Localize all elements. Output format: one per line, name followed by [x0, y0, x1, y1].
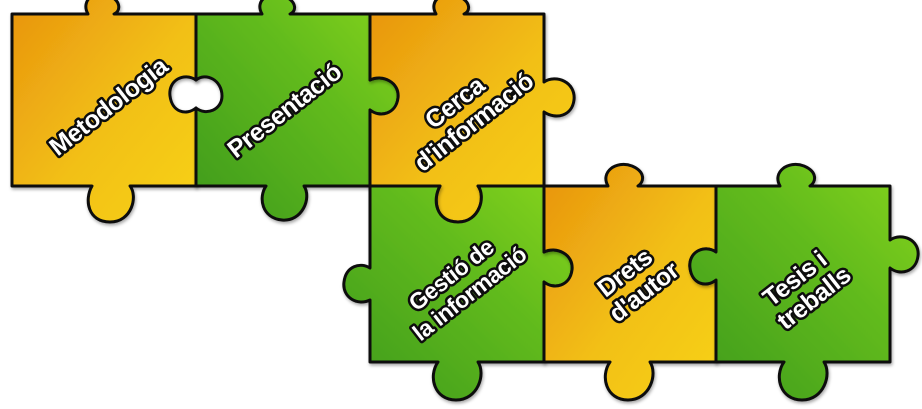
piece-tesis-shape	[688, 163, 920, 402]
piece-presentacio[interactable]: Presentació	[194, 0, 400, 222]
piece-cerca[interactable]: Cerca d'informació	[368, 0, 576, 224]
piece-metodologia-shape	[10, 0, 198, 224]
piece-metodologia[interactable]: Metodologia	[10, 0, 198, 224]
piece-drets[interactable]: Drets d'autor	[542, 163, 718, 402]
piece-tesis[interactable]: Tesis i treballs	[688, 163, 920, 402]
piece-gestio[interactable]: Gestió de la informació	[342, 184, 574, 402]
